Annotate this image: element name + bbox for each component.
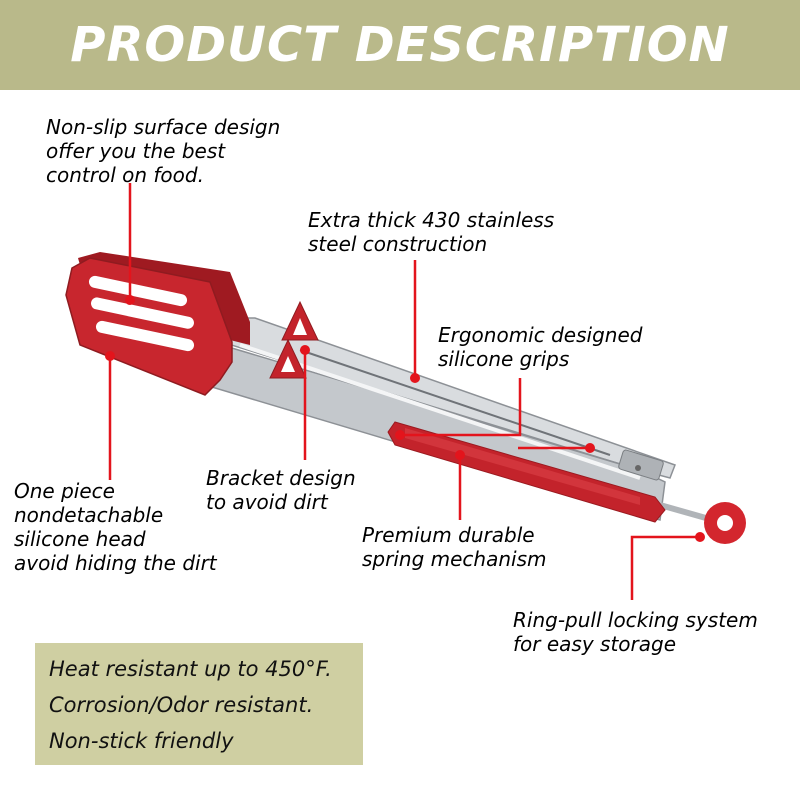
silicone-head [65, 257, 233, 396]
feature-heat: Heat resistant up to 450°F. [49, 657, 332, 681]
ring-pull-hole [717, 515, 733, 531]
features-box: Heat resistant up to 450°F. Corrosion/Od… [35, 643, 363, 765]
page-title: PRODUCT DESCRIPTION [70, 17, 730, 73]
callout-dots [105, 295, 705, 542]
head-slot-1 [88, 275, 188, 307]
callout-one-piece: One piece nondetachable silicone head av… [14, 479, 217, 575]
callout-bracket: Bracket design to avoid dirt [206, 466, 356, 514]
bracket-upper-hole [293, 318, 307, 335]
feature-nonstick: Non-stick friendly [49, 729, 234, 753]
head-slot-2 [91, 297, 194, 329]
callout-grips: Ergonomic designed silicone grips [438, 323, 643, 371]
callout-lines [108, 183, 700, 600]
spring-rivet [635, 465, 641, 471]
grip-highlight [405, 428, 640, 505]
callout-steel: Extra thick 430 stainless steel construc… [308, 208, 555, 256]
steel-highlight [239, 343, 641, 480]
steel-gap-shadow [299, 349, 611, 456]
feature-corrosion: Corrosion/Odor resistant. [49, 693, 314, 717]
callout-spring: Premium durable spring mechanism [362, 523, 547, 571]
callout-non-slip: Non-slip surface design offer you the be… [46, 115, 281, 187]
bracket-lower-hole [281, 356, 295, 372]
header-banner: PRODUCT DESCRIPTION [0, 0, 800, 90]
head-slot-3 [95, 320, 195, 352]
spring-plate [618, 449, 664, 481]
callout-ring: Ring-pull locking system for easy storag… [513, 608, 758, 656]
